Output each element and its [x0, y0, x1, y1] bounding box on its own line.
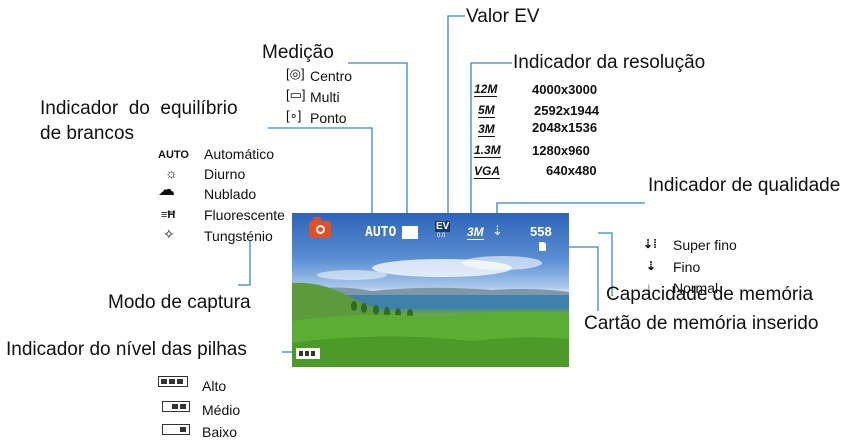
- label-capacidade-memoria: Capacidade de memória: [606, 284, 814, 305]
- label-indicador-qualidade: Indicador de qualidade: [648, 175, 841, 196]
- multi-metering-icon: [▭]: [286, 87, 306, 102]
- metering-indicator-icon: [402, 226, 418, 239]
- bulb-icon: ✧: [163, 226, 175, 242]
- battery-indicator-icon: [296, 348, 320, 359]
- ev-indicator: EV 0.0: [435, 221, 451, 239]
- fine-icon: ⇣: [646, 259, 657, 273]
- label-cartao-memoria: Cartão de memória inserido: [584, 313, 819, 334]
- label-equilibrio-line1: Indicador do equilíbrio: [40, 98, 238, 119]
- battery-low-icon: [162, 424, 190, 435]
- auto-text-icon: AUTO: [158, 149, 189, 161]
- shots-remaining-counter: 558: [530, 224, 552, 239]
- label-medicao: Medição: [262, 42, 334, 63]
- quality-indicator-icon: ⇣: [492, 223, 503, 238]
- label-modo-captura: Modo de captura: [108, 292, 251, 313]
- super-fine-icon: ⇣⁞: [643, 237, 658, 251]
- memory-card-icon: [539, 242, 546, 251]
- center-metering-icon: [◎]: [286, 66, 305, 81]
- spot-metering-icon: [∘]: [286, 108, 302, 123]
- landscape-scene: [292, 256, 569, 367]
- cloud-icon: ☁: [158, 180, 175, 199]
- camera-screen: AUTO EV 0.0 3M ⇣ 558: [292, 213, 569, 367]
- camera-mode-icon: [309, 217, 331, 238]
- sun-icon: ☼: [165, 165, 178, 181]
- label-valor-ev: Valor EV: [466, 6, 540, 27]
- battery-high-icon: [158, 376, 188, 387]
- battery-medium-icon: [162, 401, 190, 412]
- fluorescent-icon: ≡Ħ: [161, 209, 176, 221]
- label-indicador-resolucao: Indicador da resolução: [513, 52, 706, 73]
- label-nivel-pilhas: Indicador do nível das pilhas: [6, 339, 247, 360]
- wb-auto-indicator: AUTO: [365, 225, 397, 240]
- resolution-indicator: 3M: [467, 225, 484, 240]
- label-equilibrio-line2: de brancos: [40, 123, 135, 144]
- normal-icon: ↓: [646, 280, 652, 294]
